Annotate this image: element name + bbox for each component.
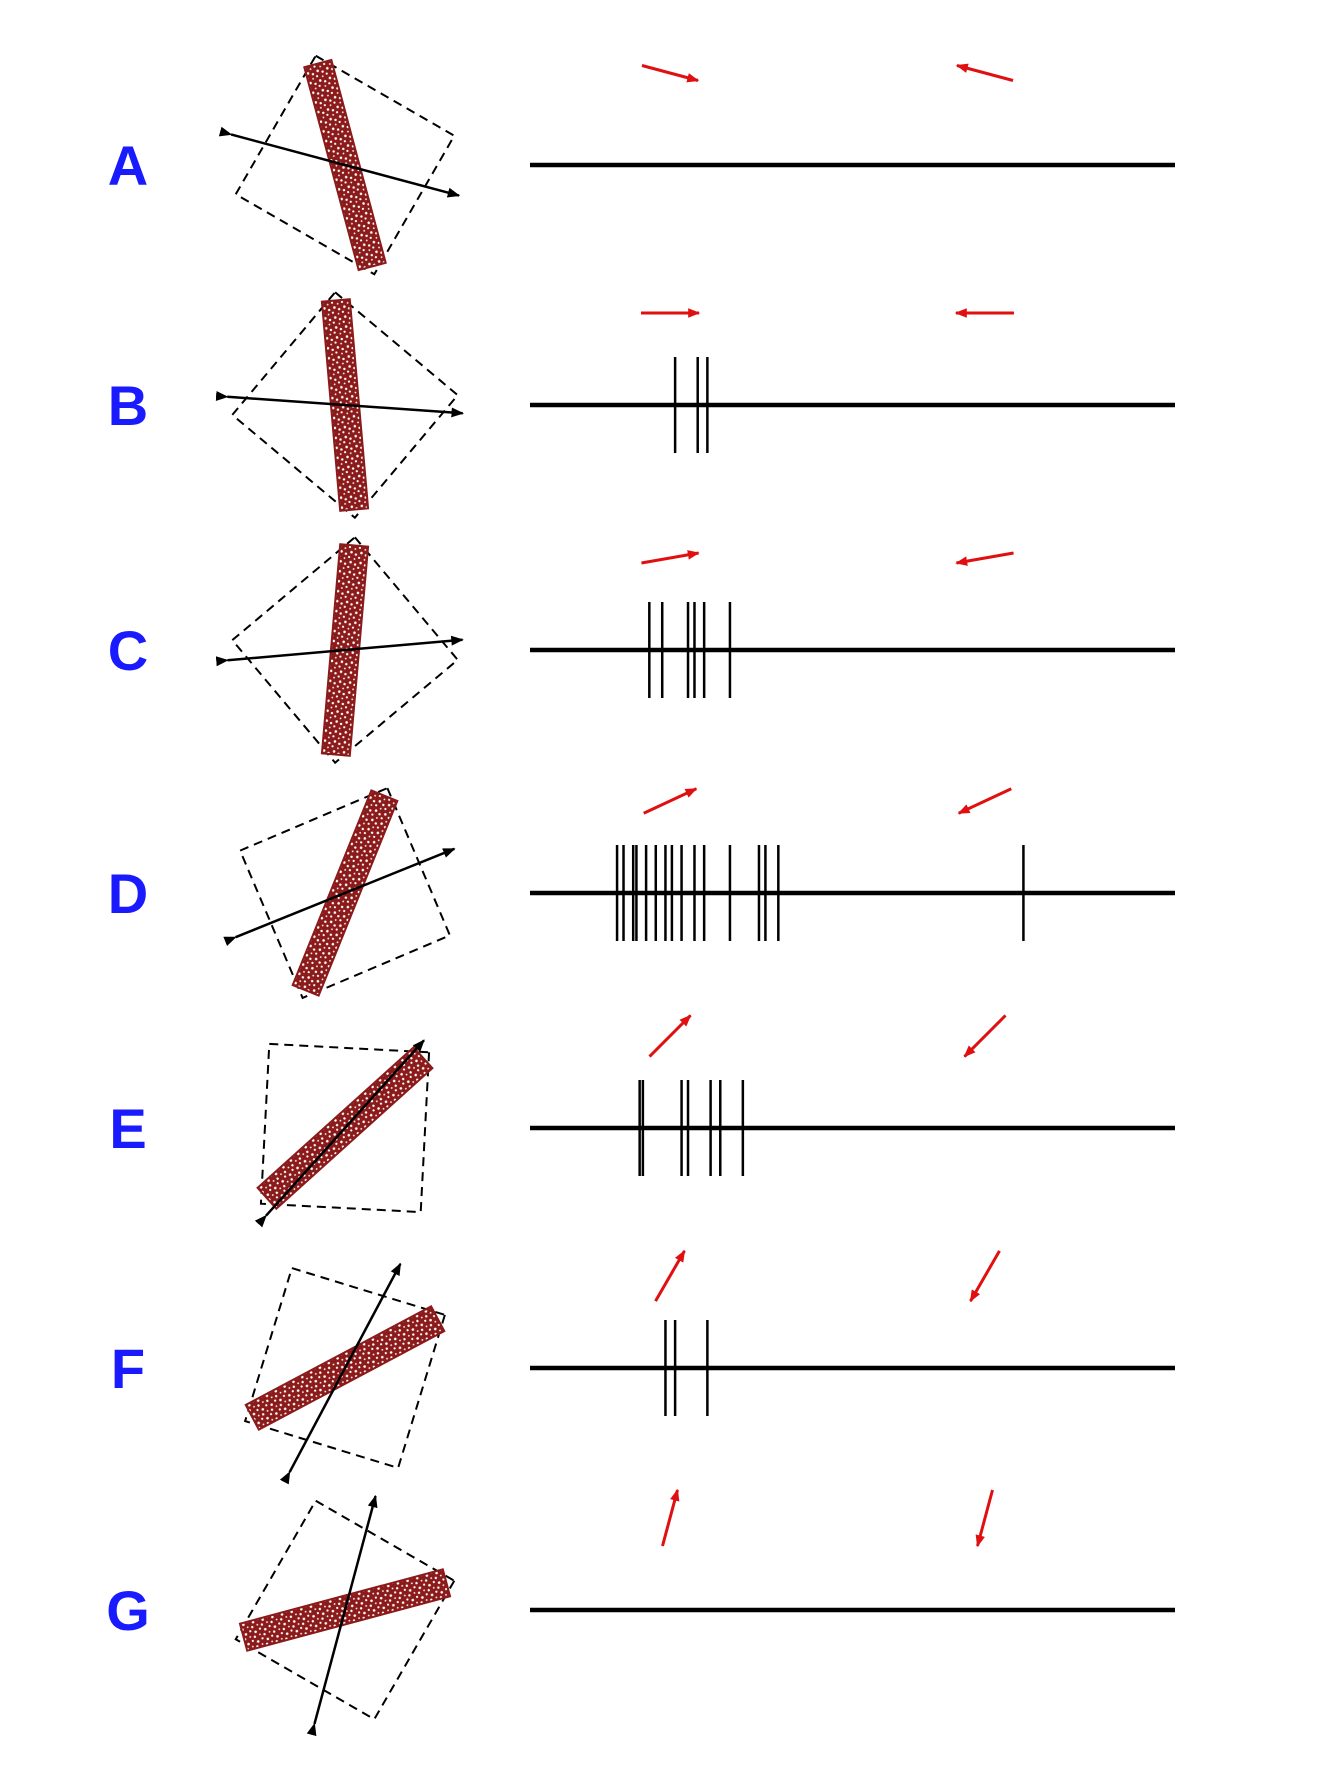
forward-direction-arrow [661, 1488, 680, 1547]
forward-direction-arrow [643, 787, 698, 815]
backward-direction-arrow [963, 1014, 1007, 1058]
stimulus-diagram [243, 1262, 447, 1485]
row-e: E [109, 1014, 1175, 1228]
motion-axis-arrow [218, 126, 461, 198]
motion-axis-arrow [215, 390, 464, 418]
row-g: G [106, 1488, 1175, 1737]
forward-direction-arrow [641, 550, 700, 565]
motion-axis-arrow [279, 1262, 402, 1485]
rows-layer: A B C D E F G [106, 54, 1175, 1737]
spike-trace [530, 357, 1175, 453]
receptive-field-outline [234, 1499, 456, 1721]
motion-axis-arrow [254, 1039, 425, 1228]
row-b: B [108, 290, 1175, 520]
motion-axis-arrow [223, 847, 456, 947]
stimulus-diagram [223, 786, 456, 1000]
backward-direction-arrow [955, 551, 1014, 566]
forward-direction-arrow [641, 64, 700, 83]
motion-axis-arrow [215, 635, 464, 667]
backward-direction-arrow [969, 1250, 1001, 1303]
spike-trace [530, 1320, 1175, 1416]
row-label: A [108, 134, 148, 197]
spike-trace [530, 602, 1175, 698]
row-label: G [106, 1579, 150, 1642]
row-d: D [108, 786, 1175, 1000]
spike-trace [530, 1080, 1175, 1176]
receptive-field-outline [230, 535, 460, 765]
stimulus-diagram [254, 1039, 434, 1228]
row-label: F [111, 1337, 145, 1400]
backward-direction-arrow [955, 63, 1014, 82]
row-label: D [108, 862, 148, 925]
forward-direction-arrow [654, 1249, 686, 1302]
backward-direction-arrow [957, 787, 1012, 815]
row-f: F [111, 1249, 1175, 1485]
stimulus-diagram [218, 54, 461, 276]
backward-direction-arrow [975, 1489, 994, 1548]
row-label: C [108, 619, 148, 682]
row-a: A [108, 54, 1175, 276]
forward-direction-arrow [648, 1014, 692, 1058]
motion-axis-arrow [306, 1494, 378, 1737]
stimulus-diagram [215, 535, 464, 765]
stimulus-diagram [215, 290, 464, 520]
row-label: B [108, 374, 148, 437]
stimulus-diagram [234, 1494, 456, 1737]
row-label: E [109, 1097, 146, 1160]
row-c: C [108, 535, 1175, 765]
spike-trace [530, 845, 1175, 941]
